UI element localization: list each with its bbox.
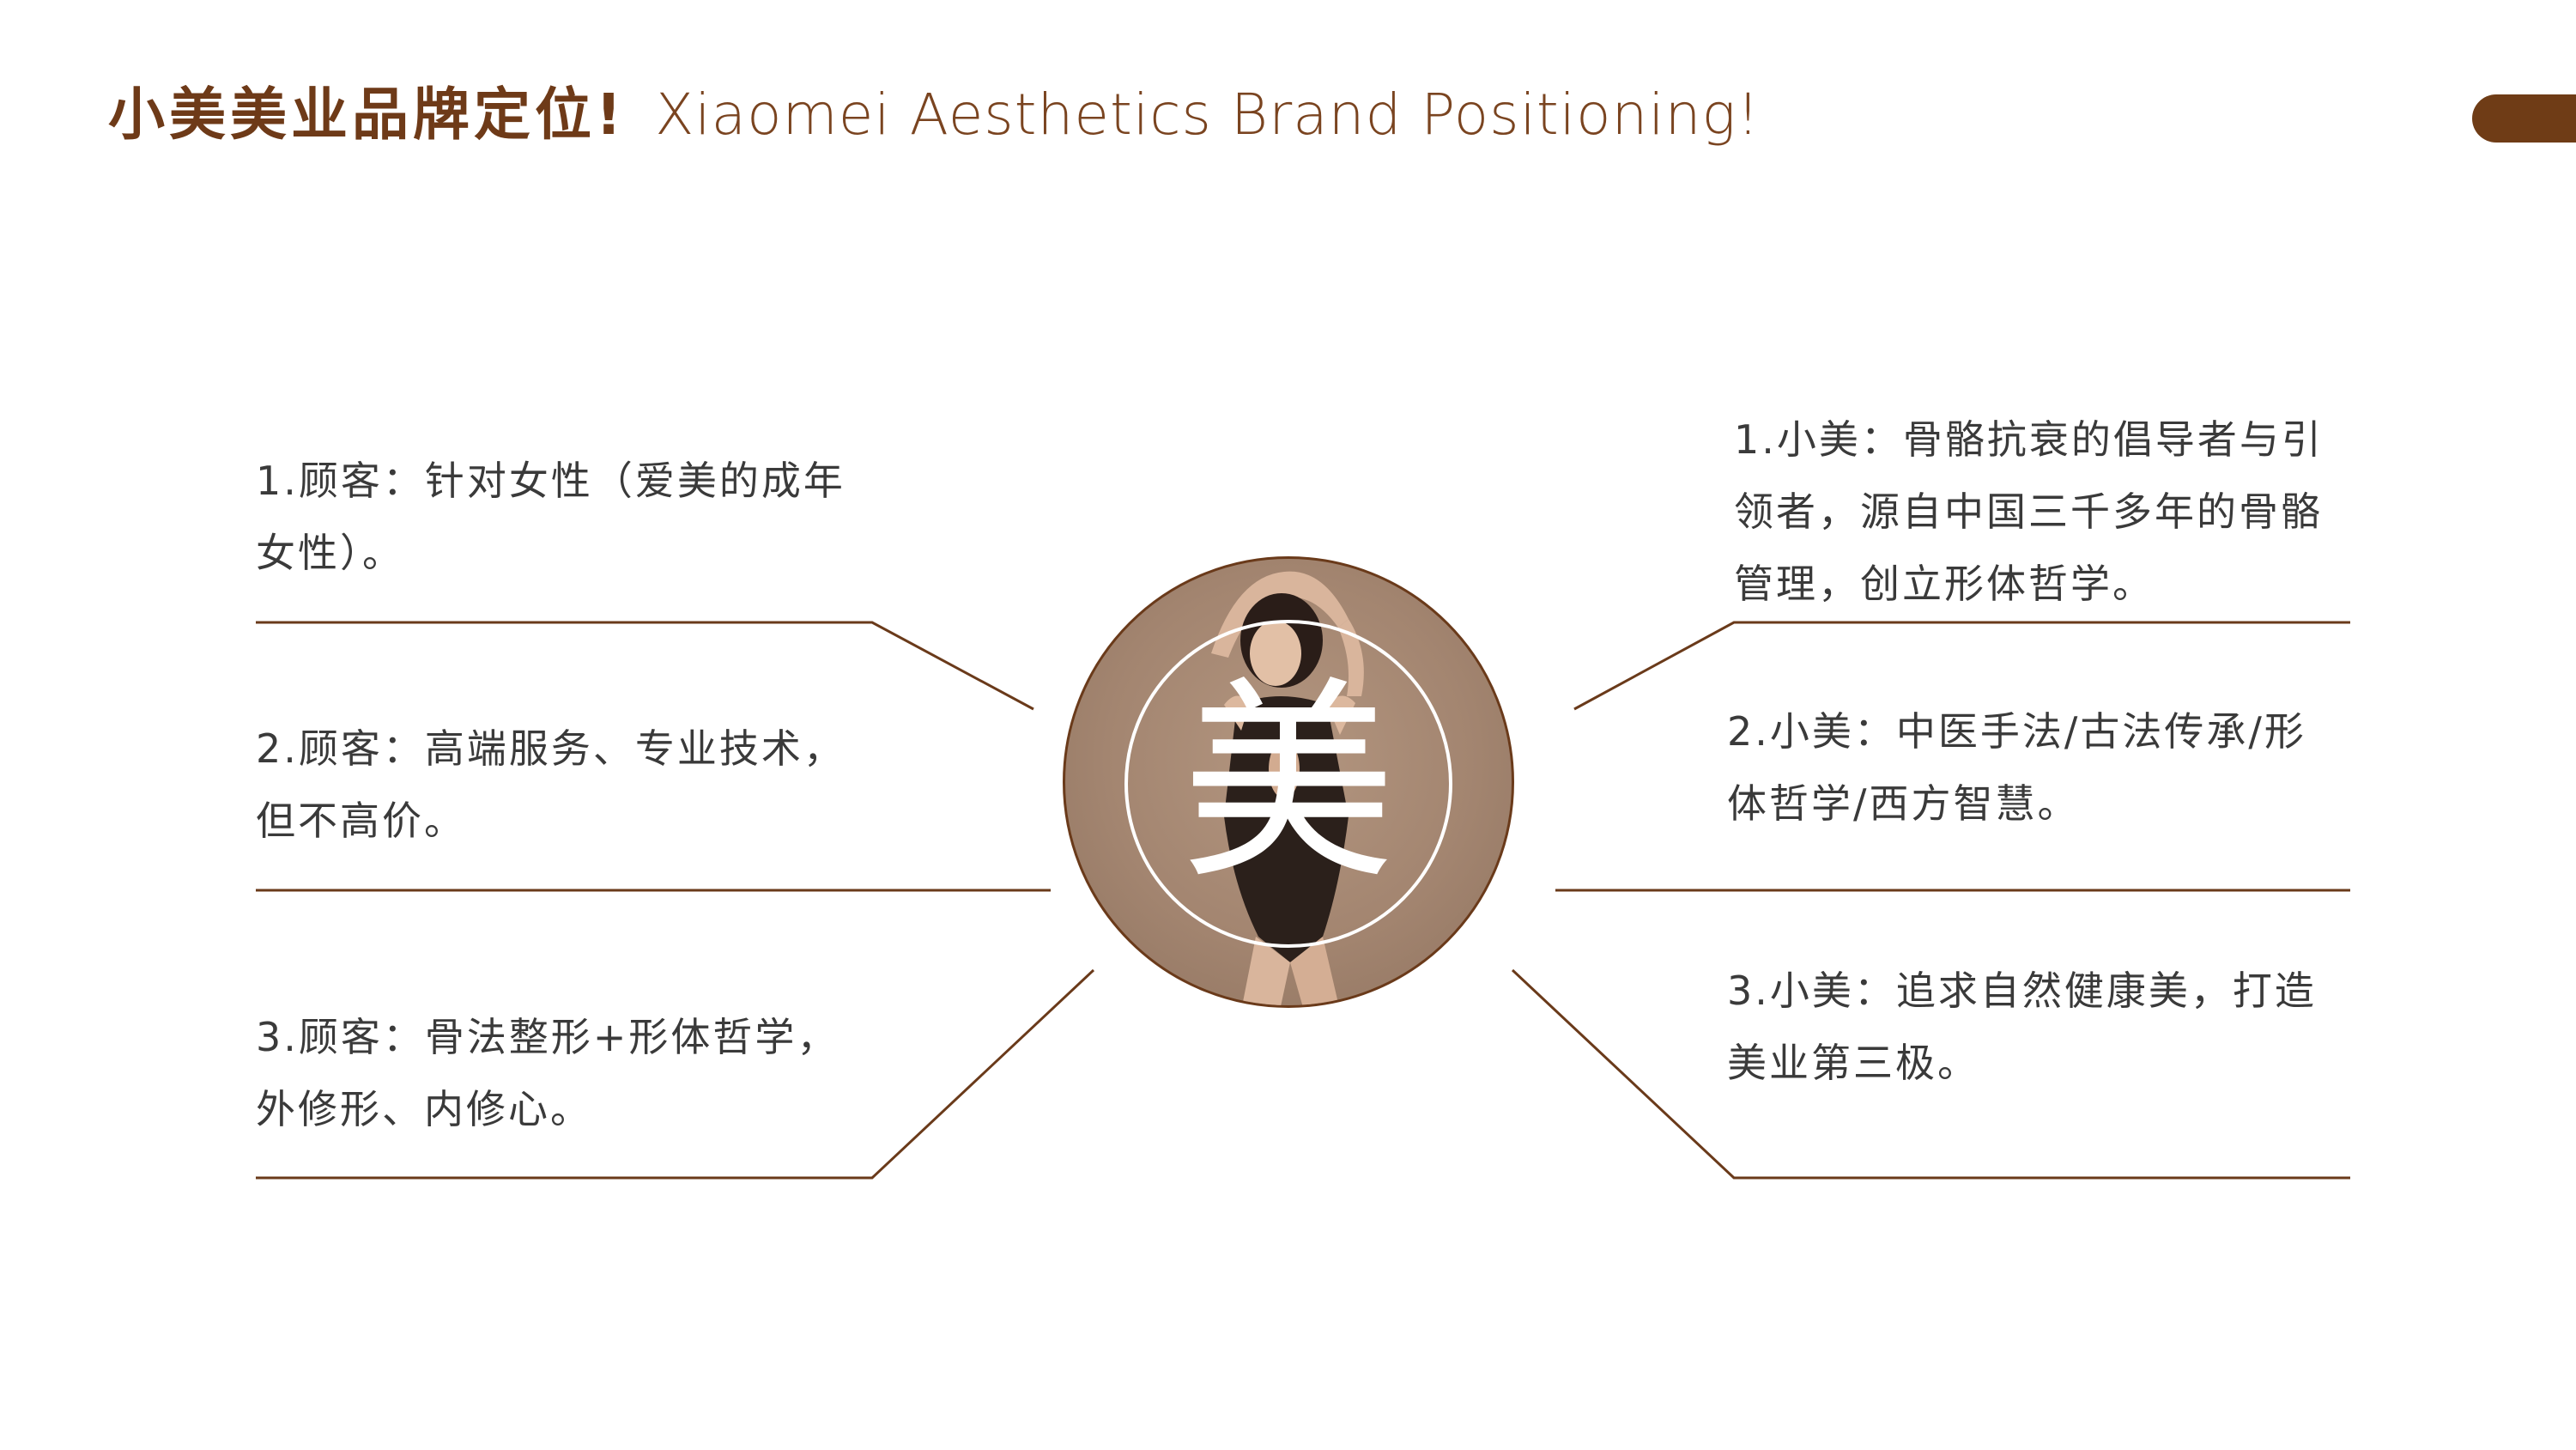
mei-logo-glyph: 美 [1181, 658, 1396, 908]
page-tab-marker [2472, 94, 2576, 143]
right-connector-1 [1573, 621, 2350, 711]
page-title-chinese: 小美美业品牌定位! [108, 82, 627, 148]
left-connector-1 [256, 621, 1034, 711]
right-connector-3 [1511, 968, 2350, 1180]
right-item-3: 3.小美：追求自然健康美，打造 美业第三极。 [1727, 968, 2317, 1086]
page-title: 小美美业品牌定位! Xiaomei Aesthetics Brand Positi… [108, 79, 1761, 151]
left-connector-3 [256, 968, 1095, 1180]
left-item-1: 1.顾客：针对女性（爱美的成年 女性）。 [256, 458, 846, 576]
right-item-2: 2.小美：中医手法/古法传承/形 体哲学/西方智慧。 [1727, 708, 2306, 827]
left-item-3: 3.顾客：骨法整形+形体哲学， 外修形、内修心。 [256, 1014, 839, 1132]
right-item-1: 1.小美：骨骼抗衰的倡导者与引 领者，源自中国三千多年的骨骼 管理，创立形体哲学… [1734, 416, 2324, 607]
left-item-2: 2.顾客：高端服务、专业技术， 但不高价。 [256, 725, 846, 844]
logo-ring [1124, 620, 1452, 948]
page-title-english: Xiaomei Aesthetics Brand Positioning! [655, 82, 1761, 148]
